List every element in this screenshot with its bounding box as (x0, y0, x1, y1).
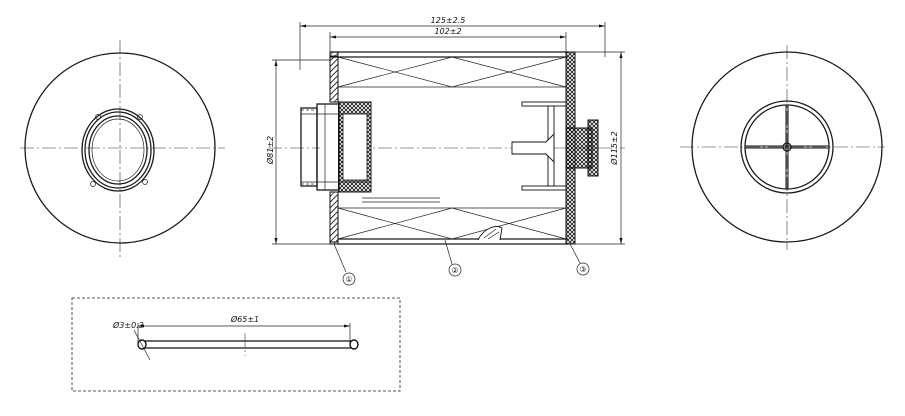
section-view (268, 22, 625, 273)
dim-ring-outer: Ø65±1 (230, 314, 259, 324)
dim-inner-length: 102±2 (434, 27, 461, 36)
seal-ring-detail (71, 297, 401, 392)
balloon-3: ③ (576, 262, 590, 276)
section-dimensions (274, 24, 623, 244)
balloon-3-label: ③ (579, 265, 586, 274)
dim-ring-section: Ø3±0.3 (112, 320, 144, 330)
right-end-view (680, 45, 885, 250)
balloon-1: ① (342, 272, 356, 286)
balloon-2: ② (448, 263, 462, 277)
dim-right-diameter: Ø115±2 (609, 131, 619, 165)
dim-left-diameter: Ø81±2 (265, 136, 275, 165)
balloon-2-label: ② (451, 266, 458, 275)
balloon-1-label: ① (345, 275, 352, 284)
left-end-view (20, 40, 225, 258)
dim-overall-length: 125±2.5 (431, 16, 466, 25)
